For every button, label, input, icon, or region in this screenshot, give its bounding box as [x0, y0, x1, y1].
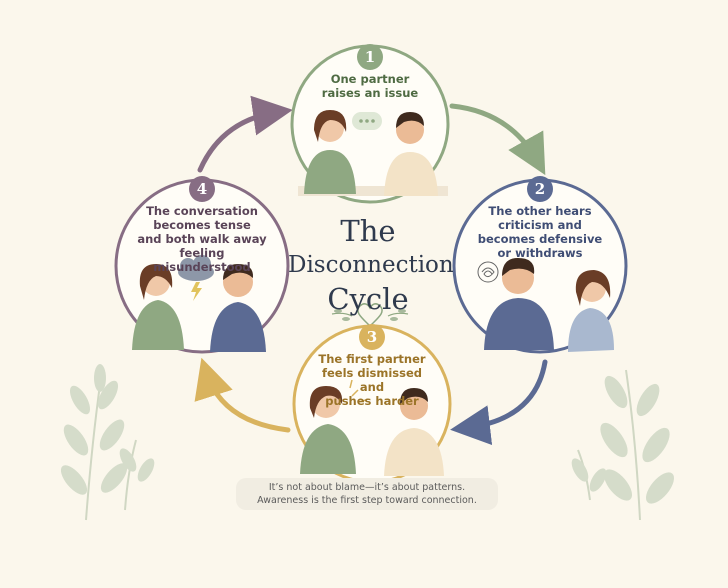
step-3-caption: The first partner feels dismissed and pu…: [318, 352, 426, 408]
step-1-caption: One partner raises an issue: [321, 72, 419, 100]
step-4-caption: The conversation becomes tense and both …: [137, 204, 267, 274]
step-3-number: 3: [359, 324, 385, 350]
arrow-1-to-2: [449, 103, 546, 176]
illustration-couple-apart: [132, 255, 266, 352]
leaf-branch-right: [571, 369, 675, 521]
illustration-couple-talking: [298, 110, 448, 196]
leaf-branch-left: [60, 364, 155, 521]
diagram-title: The Disconnection Cycle: [288, 214, 454, 316]
step-1-number: 1: [357, 44, 383, 70]
lightning-icon: [191, 282, 202, 301]
footnote-box: It’s not about blame—it’s about patterns…: [236, 478, 498, 510]
step-2-caption: The other hears criticism and becomes de…: [477, 204, 603, 260]
arrow-4-to-1: [197, 95, 293, 173]
illustration-pushing-partner: [300, 379, 444, 476]
footnote-line-2: Awareness is the first step toward conne…: [257, 495, 477, 506]
arrow-2-to-3: [450, 359, 548, 446]
arrow-3-to-4: [194, 357, 291, 433]
footnote-line-1: It’s not about blame—it’s about patterns…: [268, 482, 466, 493]
step-4-number: 4: [189, 176, 215, 202]
illustration-defensive-partner: [477, 258, 614, 352]
heart-ornament-icon: [331, 303, 409, 328]
step-2-number: 2: [527, 176, 553, 202]
